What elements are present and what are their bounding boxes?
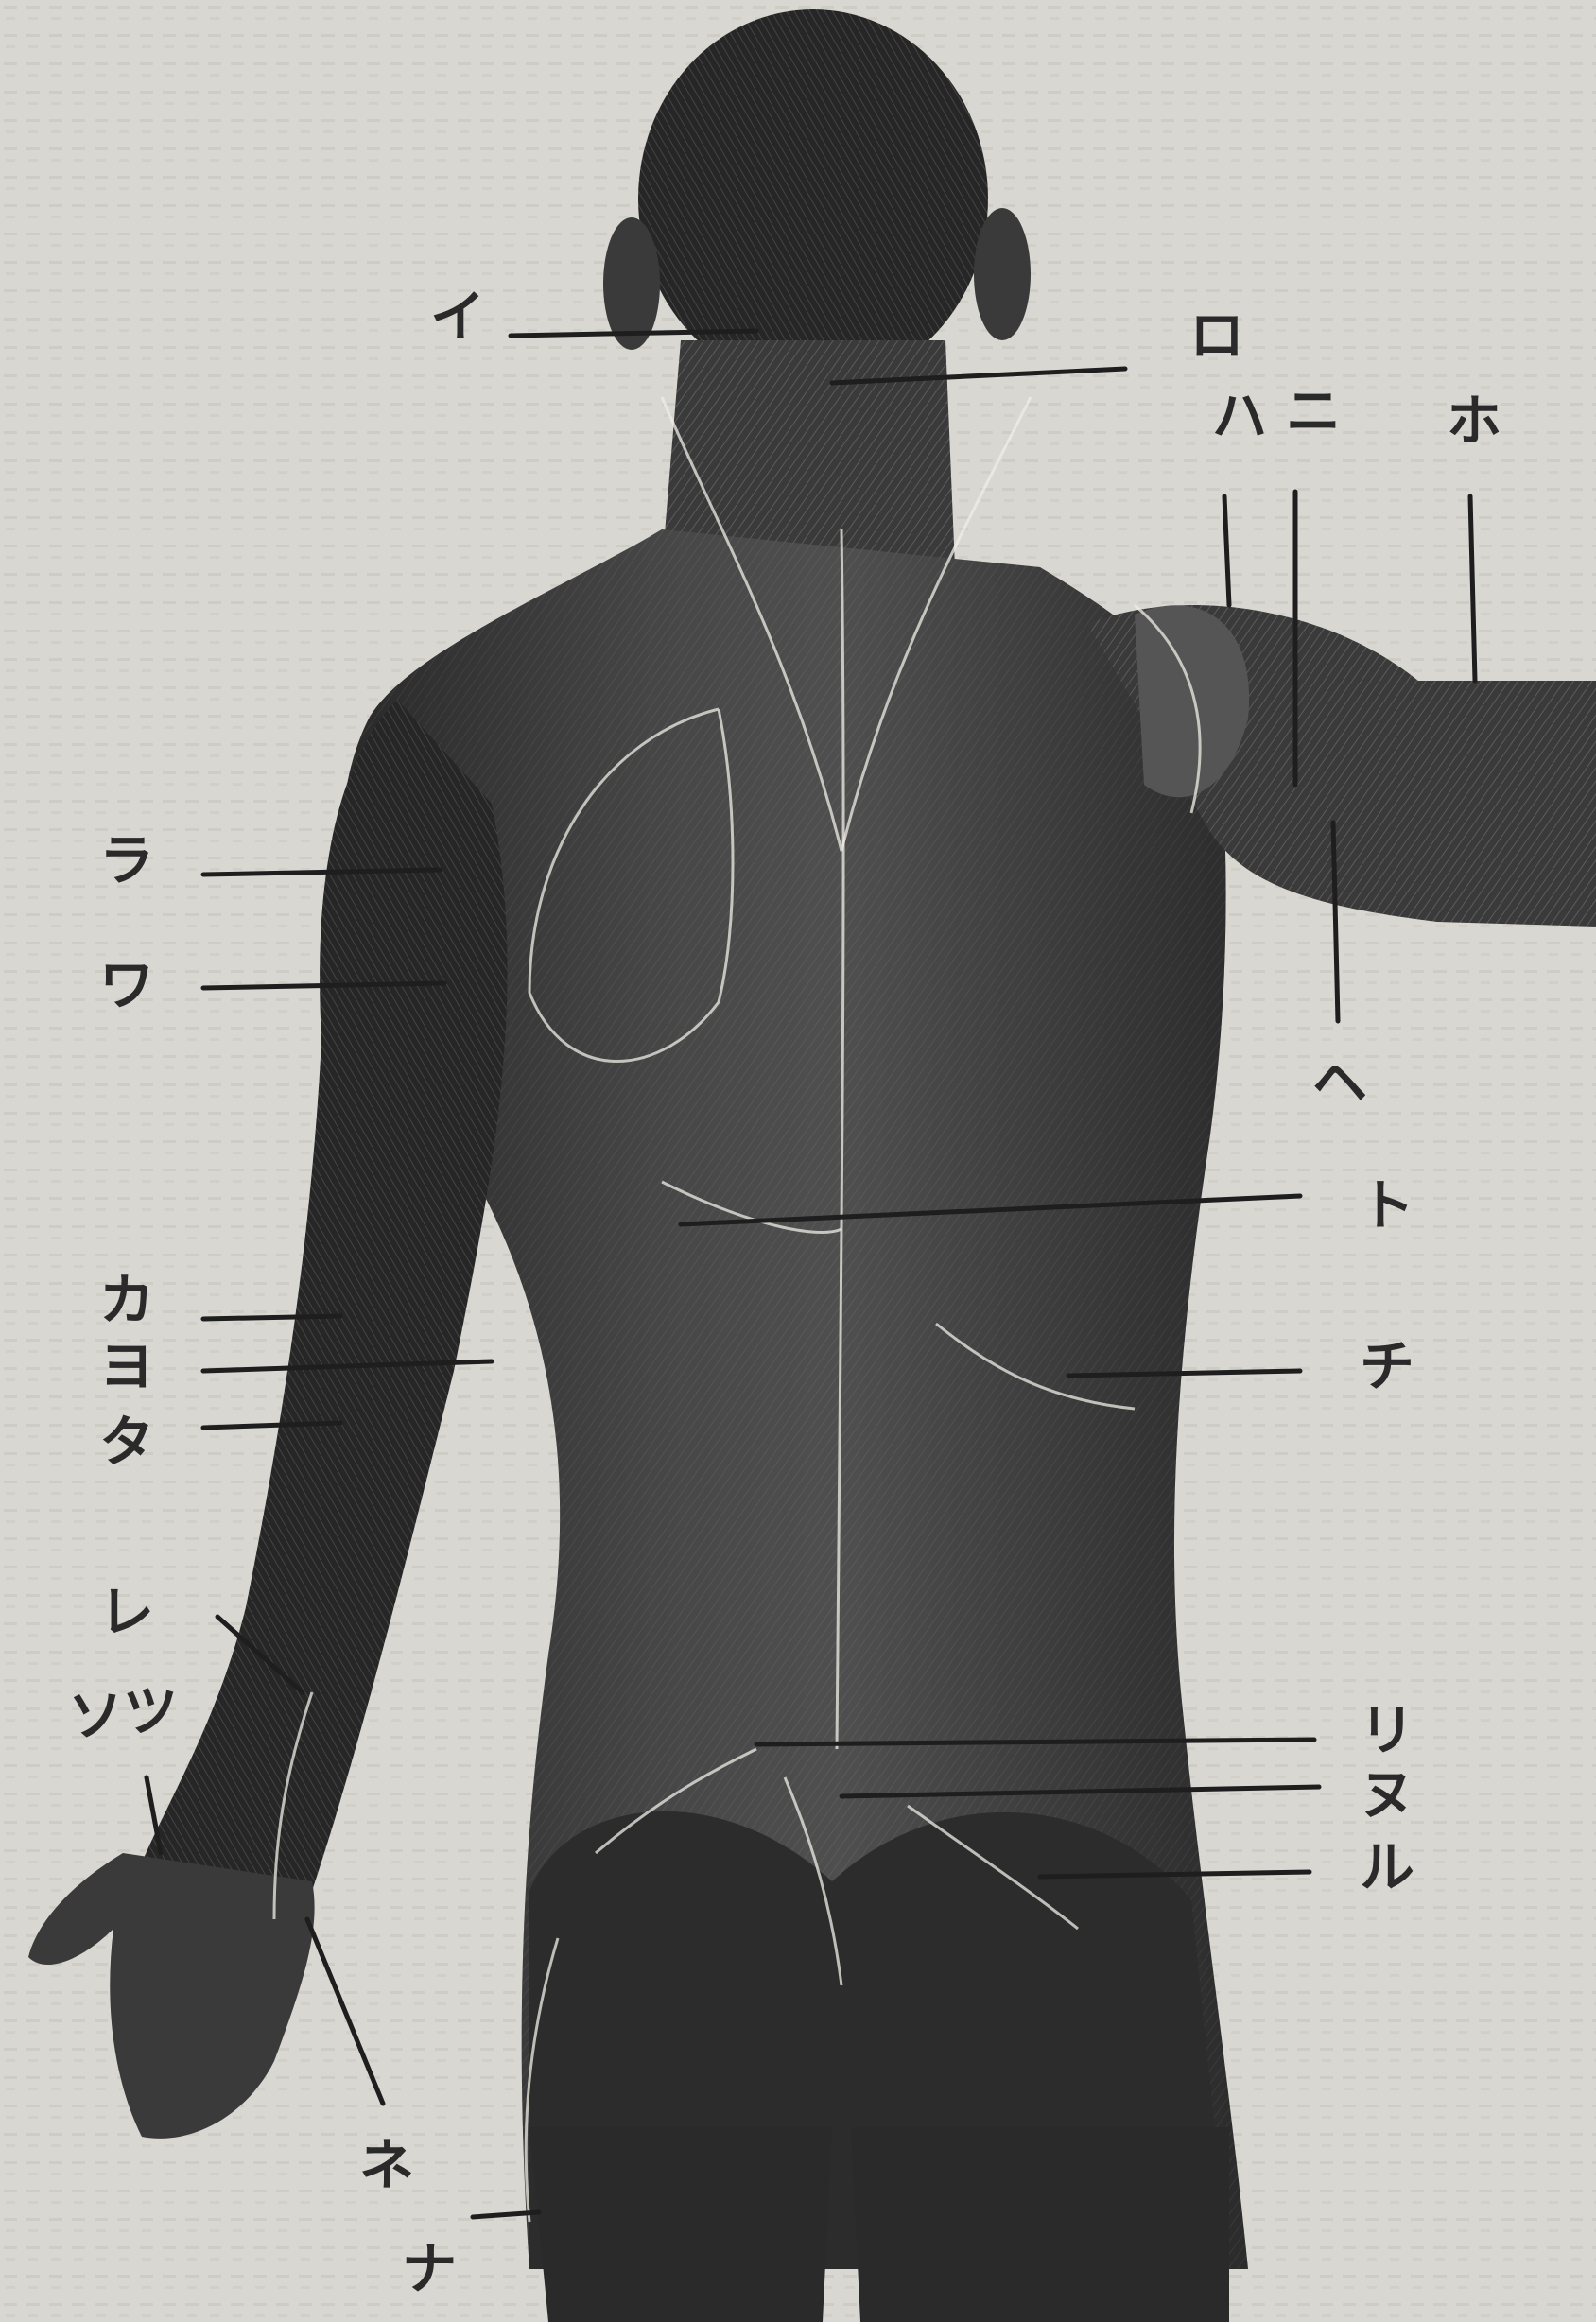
left-ear (603, 217, 660, 350)
left-thigh (529, 2127, 832, 2322)
label-na: ナ (402, 2237, 457, 2301)
label-chi: チ (1360, 1334, 1414, 1398)
label-ro: ロ (1189, 303, 1244, 368)
label-ha: ハ (1212, 384, 1267, 448)
label-ru: ル (1360, 1835, 1414, 1899)
label-ta: タ (99, 1410, 154, 1474)
label-nu: ヌ (1360, 1762, 1414, 1827)
label-tsu: ツ (123, 1679, 178, 1743)
label-wa: ワ (99, 953, 154, 1017)
right-thigh (851, 2127, 1229, 2322)
label-so: ソ (68, 1684, 123, 1748)
label-he: ヘ (1312, 1050, 1367, 1115)
label-ne: ネ (359, 2133, 414, 2197)
label-re: レ (99, 1580, 154, 1644)
label-i: イ (430, 285, 485, 349)
label-ka: カ (99, 1268, 154, 1332)
right-ear (974, 208, 1031, 340)
neck (662, 340, 955, 567)
label-ho: ホ (1447, 389, 1501, 453)
label-to: ト (1360, 1173, 1414, 1238)
label-ra: ラ (99, 828, 154, 892)
label-ri: リ (1360, 1698, 1414, 1762)
label-yo: ヨ (99, 1334, 154, 1398)
leader-ka (203, 1316, 340, 1319)
label-ni: ニ (1286, 379, 1341, 443)
